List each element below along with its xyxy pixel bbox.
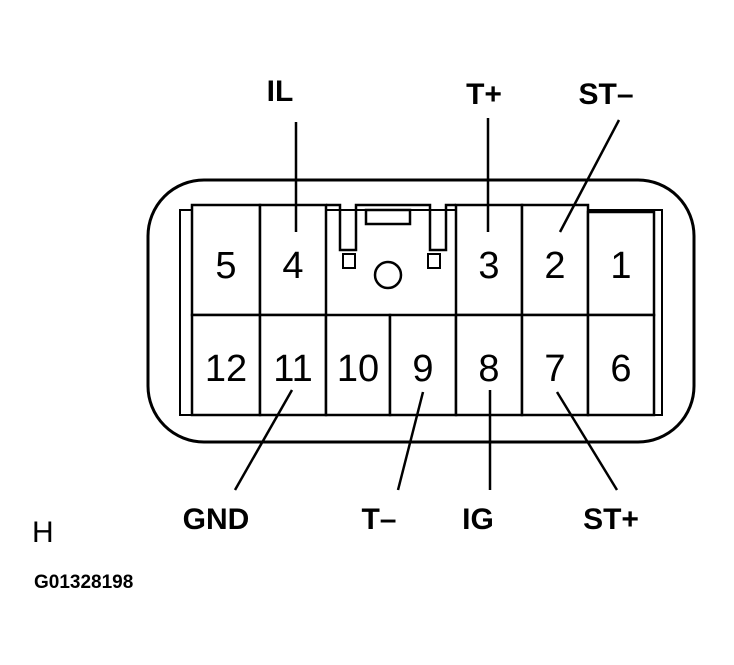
label-T-plus: T+ [466,78,502,111]
figure-id: G01328198 [34,572,133,593]
label-GND: GND [183,503,250,536]
label-T-minus: T– [361,503,396,536]
leader-line-GND [233,389,294,491]
view-letter: H [32,516,54,549]
pin-number-2: 2 [544,245,565,287]
pin-cell-6 [586,313,656,417]
leader-line-ST-minus [558,119,621,233]
label-ST-plus: ST+ [583,503,639,536]
locking-key [326,203,456,290]
label-IG: IG [462,503,494,536]
leader-line-T-minus [396,391,425,491]
pin-number-12: 12 [205,348,247,390]
pin-number-3: 3 [478,245,499,287]
pin-number-10: 10 [337,348,379,390]
pin-cell-12 [190,313,262,417]
pin-number-4: 4 [282,245,303,287]
pin-cell-9 [388,313,458,417]
pin-number-11: 11 [273,348,312,390]
pin-number-8: 8 [478,348,499,390]
pin-cell-5 [190,203,262,317]
pin-number-5: 5 [215,245,236,287]
pin-cell-10 [324,313,392,417]
pin-number-6: 6 [610,348,631,390]
pin-number-9: 9 [412,348,433,390]
label-IL: IL [267,75,294,108]
pin-number-7: 7 [544,348,565,390]
pin-number-1: 1 [610,245,631,287]
label-ST-minus: ST– [578,78,633,111]
pin-cell-1 [586,210,656,317]
leader-line-ST-plus [555,391,619,491]
